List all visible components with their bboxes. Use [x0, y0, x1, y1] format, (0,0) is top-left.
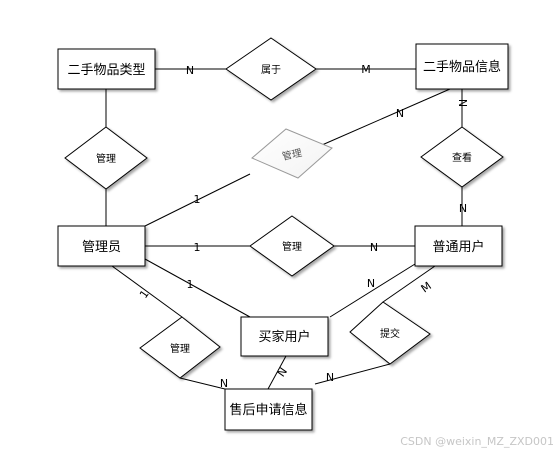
card-info-manage: N	[396, 107, 404, 120]
card-submit-aftersale: N	[326, 371, 334, 384]
relation-view-label: 查看	[452, 151, 472, 164]
line-manageinfo-info	[321, 88, 451, 146]
relation-manage-user-label: 管理	[282, 240, 302, 253]
relation-submit[interactable]: 提交	[349, 301, 431, 365]
entity-after-sale-label: 售后申请信息	[229, 402, 307, 418]
entity-item-info-label: 二手物品信息	[423, 59, 501, 75]
entity-after-sale[interactable]: 售后申请信息	[224, 388, 313, 431]
card-admin-buyer: 1	[187, 278, 194, 291]
line-admin-manageaftersale	[111, 265, 183, 318]
relation-submit-label: 提交	[380, 327, 400, 340]
card-user-submit: M	[419, 279, 434, 295]
line-buyer-aftersale	[267, 355, 287, 390]
entity-admin[interactable]: 管理员	[57, 225, 146, 267]
line-submit-aftersale	[314, 363, 391, 385]
card-belongs-info: M	[361, 63, 371, 76]
relation-manage-aftersale-label: 管理	[170, 342, 190, 355]
line-user-submit	[382, 265, 436, 303]
card-manage-aftersale: N	[220, 377, 228, 390]
relation-manage-aftersale[interactable]: 管理	[139, 316, 221, 379]
relation-manage-type[interactable]: 管理	[64, 126, 148, 190]
relation-belongs[interactable]: 属于	[225, 37, 317, 101]
line-admin-manageinfo	[144, 173, 251, 227]
card-type-belongs: N	[186, 64, 194, 77]
entity-item-type-label: 二手物品类型	[67, 63, 145, 78]
card-info-view: N	[456, 99, 469, 107]
entity-normal-user-label: 普通用户	[432, 239, 484, 255]
card-admin-manageuser: 1	[194, 241, 201, 254]
entity-buyer[interactable]: 买家用户	[240, 316, 329, 357]
card-admin-manage: 1	[194, 193, 201, 206]
entity-normal-user[interactable]: 普通用户	[414, 225, 503, 267]
entity-item-info[interactable]: 二手物品信息	[415, 43, 509, 90]
card-user-buyer: N	[367, 277, 375, 290]
entity-admin-label: 管理员	[82, 240, 121, 255]
card-view-user: N	[459, 202, 467, 215]
relation-manage-info[interactable]: 管理	[251, 128, 333, 179]
line-user-buyer	[329, 263, 416, 318]
connector-lines	[105, 68, 463, 390]
relation-manage-info-label: 管理	[281, 146, 303, 163]
card-manageuser-user: N	[370, 241, 378, 254]
card-buyer-aftersale: N	[275, 365, 290, 379]
line-manageaftersale-aftersale	[179, 377, 226, 390]
entity-item-type[interactable]: 二手物品类型	[57, 48, 156, 90]
relation-manage-type-label: 管理	[96, 152, 116, 165]
entity-buyer-label: 买家用户	[258, 329, 310, 345]
relation-belongs-label: 属于	[261, 64, 281, 76]
relation-manage-user[interactable]: 管理	[249, 215, 335, 277]
watermark: CSDN @weixin_MZ_ZXD001	[400, 435, 554, 448]
line-admin-buyer	[144, 258, 251, 318]
relation-view[interactable]: 查看	[420, 126, 504, 188]
